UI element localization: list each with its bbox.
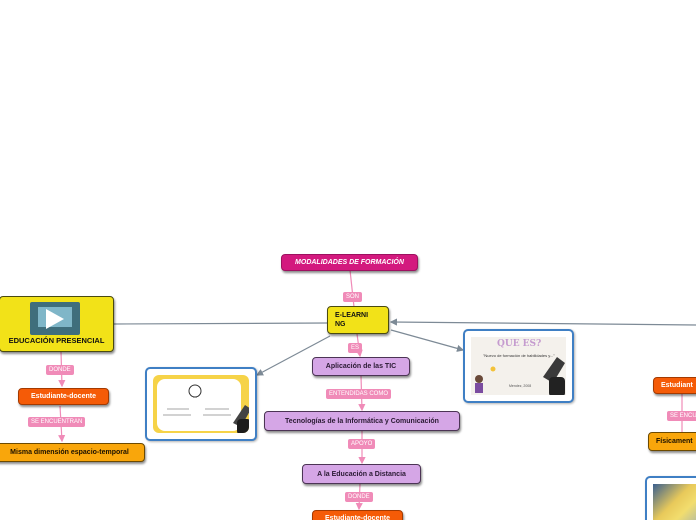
node-estudiante-right[interactable]: Estudiant [653, 377, 696, 394]
presencial-label: EDUCACIÓN PRESENCIAL [8, 336, 105, 345]
que-es-caption: "Nuevo de formación de habilidades y..." [483, 353, 555, 358]
lightbulb-drawing [157, 379, 249, 433]
node-educacion-presencial[interactable]: EDUCACIÓN PRESENCIAL [0, 296, 114, 352]
connector-es: ES [348, 343, 363, 353]
link-central-to-presencial [113, 322, 328, 325]
connector-entendidas: ENTENDIDAS COMO [326, 389, 392, 399]
connector-son: SON [343, 292, 363, 302]
node-estudiante-docente-left[interactable]: Estudiante-docente [18, 388, 109, 405]
person-icon [475, 375, 483, 383]
image-bottom-right[interactable] [645, 476, 696, 520]
image-lightbulb-whiteboard[interactable] [145, 367, 257, 441]
node-aplicacion-tic[interactable]: Aplicación de las TIC [312, 357, 410, 376]
link-central-to-image-left [255, 335, 331, 376]
root-node-modalidades[interactable]: MODALIDADES DE FORMACIÓN [281, 254, 418, 271]
video-thumbnail[interactable] [30, 302, 80, 335]
connector-donde-left: DONDE [46, 365, 74, 375]
node-educacion-distancia[interactable]: A la Educación a Distancia [302, 464, 421, 484]
image-que-es[interactable]: QUE ES? "Nuevo de formación de habilidad… [463, 329, 574, 403]
idea-icon [490, 366, 496, 372]
link-central-to-image-right [390, 329, 465, 352]
node-tecnologias[interactable]: Tecnologías de la Informática y Comunica… [264, 411, 460, 431]
hand-marker-icon [233, 405, 249, 427]
que-es-author: Mendez, 2008 [509, 384, 532, 388]
node-estudiante-docente-center[interactable]: Estudiante-docente [312, 510, 403, 520]
play-icon [46, 309, 64, 329]
que-es-title: QUE ES? [497, 339, 542, 349]
node-misma-dimension[interactable]: Misma dimensión espacio-temporal [0, 443, 145, 462]
central-node-elearning[interactable]: E-LEARNING [327, 306, 389, 334]
central-node-label: E-LEARNING [335, 312, 369, 328]
link-right-to-central [389, 318, 696, 326]
connector-donde-center: DONDE [345, 492, 373, 502]
connector-se-encuentran-left: SE ENCUENTRAN [28, 417, 86, 427]
hand-marker-icon-2 [543, 357, 565, 383]
connector-se-encuentran-right: SE ENCU [667, 411, 696, 421]
que-es-drawing [475, 357, 565, 395]
node-fisicamente-right[interactable]: Físicament [648, 432, 696, 451]
connector-apoyo: APOYO [348, 439, 376, 449]
